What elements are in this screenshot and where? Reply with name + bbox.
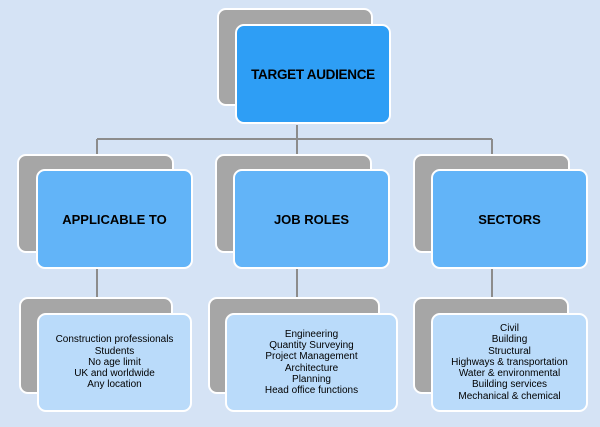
branch-jobroles-box: JOB ROLES: [233, 169, 390, 269]
leaf-sectors-item: Mechanical & chemical: [458, 390, 561, 402]
leaf-jobroles-item: Engineering: [284, 328, 339, 340]
branch-applicable-box: APPLICABLE TO: [36, 169, 193, 269]
leaf-sectors-box: Civil Building Structural Highways & tra…: [431, 313, 588, 412]
leaf-applicable-box: Construction professionals Students No a…: [37, 313, 192, 412]
leaf-jobroles-item: Quantity Surveying: [269, 339, 354, 351]
leaf-sectors-item: Structural: [488, 345, 531, 357]
branch-applicable-label: APPLICABLE TO: [62, 211, 167, 227]
leaf-applicable-item: Students: [94, 345, 135, 357]
root-label: TARGET AUDIENCE: [251, 66, 375, 82]
leaf-applicable-item: Any location: [87, 379, 142, 391]
leaf-jobroles-item: Project Management: [265, 351, 358, 363]
leaf-sectors-item: Civil: [500, 322, 519, 334]
leaf-jobroles-item: Head office functions: [264, 385, 359, 397]
leaf-applicable-item: Construction professionals: [55, 334, 174, 346]
branch-sectors-box: SECTORS: [431, 169, 588, 269]
leaf-applicable-item: UK and worldwide: [74, 368, 155, 380]
root-box: TARGET AUDIENCE: [235, 24, 391, 124]
leaf-jobroles-box: Engineering Quantity Surveying Project M…: [225, 313, 398, 412]
leaf-sectors-item: Building: [491, 334, 528, 346]
leaf-sectors-item: Building services: [471, 379, 548, 391]
leaf-sectors-item: Water & environmental: [458, 368, 561, 380]
branch-sectors-label: SECTORS: [478, 211, 541, 227]
leaf-applicable-item: No age limit: [88, 356, 141, 368]
branch-jobroles-label: JOB ROLES: [273, 211, 350, 227]
leaf-jobroles-item: Planning: [292, 373, 331, 385]
leaf-sectors-item: Highways & transportation: [451, 356, 568, 368]
leaf-jobroles-item: Architecture: [284, 362, 339, 374]
